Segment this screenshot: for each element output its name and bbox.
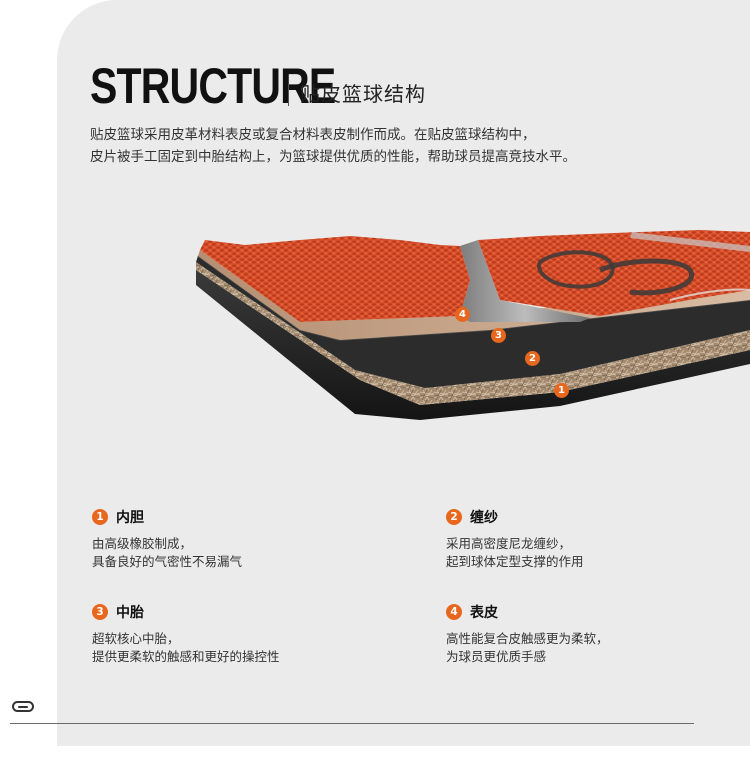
intro-text: 贴皮篮球采用皮革材料表皮或复合材料表皮制作而成。在贴皮篮球结构中， 皮片被手工固… xyxy=(90,124,710,168)
title-separator xyxy=(288,84,289,106)
intro-line-1: 贴皮篮球采用皮革材料表皮或复合材料表皮制作而成。在贴皮篮球结构中， xyxy=(90,127,536,143)
feature-number: 1 xyxy=(92,509,108,525)
feature-description: 高性能复合皮触感更为柔软， 为球员更优质手感 xyxy=(446,631,609,664)
feature-title: 内胆 xyxy=(116,510,144,526)
title-row: STRUCTURE 贴皮篮球结构 xyxy=(90,58,425,114)
bottom-divider xyxy=(10,723,694,724)
feature-bladder: 1 内胆 由高级橡胶制成， 具备良好的气密性不易漏气 xyxy=(92,507,242,571)
feature-description: 超软核心中胎， 提供更柔软的触感和更好的操控性 xyxy=(92,631,280,664)
title-en: STRUCTURE xyxy=(90,58,336,114)
diagram-label-1: 1 xyxy=(554,383,569,398)
feature-description: 采用高密度尼龙缠纱， 起到球体定型支撑的作用 xyxy=(446,536,584,569)
diagram-label-2: 2 xyxy=(525,351,540,366)
diagram-label-3: 3 xyxy=(491,328,506,343)
feature-title: 表皮 xyxy=(470,605,498,621)
feature-skin: 4 表皮 高性能复合皮触感更为柔软， 为球员更优质手感 xyxy=(446,602,609,666)
diagram-label-4: 4 xyxy=(455,307,470,322)
layer-groove xyxy=(460,240,590,322)
pill-toggle-icon[interactable] xyxy=(12,701,34,712)
feature-title: 中胎 xyxy=(116,605,144,621)
feature-number: 4 xyxy=(446,604,462,620)
feature-number: 2 xyxy=(446,509,462,525)
title-cn: 贴皮篮球结构 xyxy=(300,82,426,106)
layer-carcass xyxy=(196,256,750,388)
feature-yarn: 2 缠纱 采用高密度尼龙缠纱， 起到球体定型支撑的作用 xyxy=(446,507,584,571)
feature-description: 由高级橡胶制成， 具备良好的气密性不易漏气 xyxy=(92,536,243,569)
layer-yarn xyxy=(196,262,750,405)
layer-leather-left xyxy=(200,236,470,322)
intro-line-2: 皮片被手工固定到中胎结构上，为篮球提供优质的性能，帮助球员提高竞技水平。 xyxy=(90,149,576,165)
feature-title: 缠纱 xyxy=(470,510,498,526)
feature-carcass: 3 中胎 超软核心中胎， 提供更柔软的触感和更好的操控性 xyxy=(92,602,280,666)
feature-number: 3 xyxy=(92,604,108,620)
layer-bladder xyxy=(196,270,750,420)
